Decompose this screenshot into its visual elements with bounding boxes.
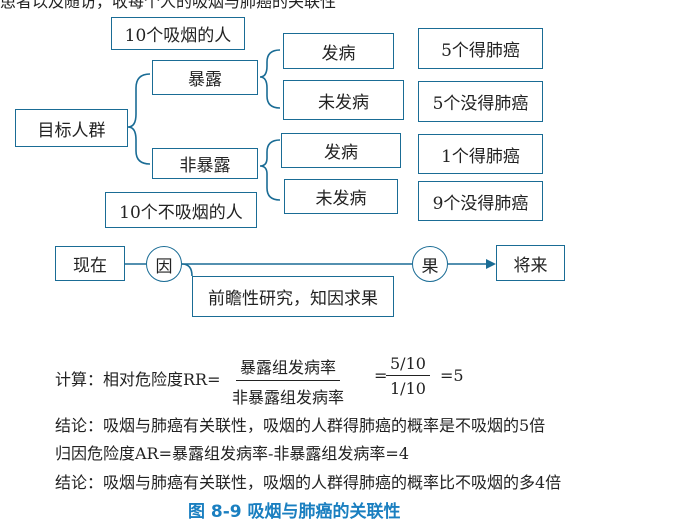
timeline-arrowhead	[486, 259, 496, 269]
circle-effect: 果	[412, 246, 448, 282]
fraction-values: 5/10 1/10	[386, 354, 430, 398]
box-unexposed-sick: 发病	[281, 133, 401, 168]
box-smokers: 10个吸烟的人	[111, 17, 245, 50]
timeline-note-connector	[181, 263, 193, 277]
box-unexposed-not-sick: 未发病	[284, 179, 398, 214]
calc-result: =5	[440, 366, 464, 385]
box-nonsmokers: 10个不吸烟的人	[105, 192, 257, 228]
box-exposed: 暴露	[152, 60, 258, 95]
fraction-value-denominator: 1/10	[390, 379, 426, 398]
conclusion-2: 结论：吸烟与肺癌有关联性，吸烟的人群得肺癌的概率比不吸烟的多4倍	[55, 473, 562, 492]
box-unexposed: 非暴露	[152, 148, 258, 179]
circle-cause: 因	[146, 246, 182, 282]
brace-exposed	[259, 49, 281, 109]
fraction-labels: 暴露组发病率 非暴露组发病率	[228, 354, 348, 408]
box-target-population: 目标人群	[15, 109, 128, 147]
box-future: 将来	[496, 245, 565, 281]
attributable-risk: 归因危险度AR=暴露组发病率-非暴露组发病率=4	[55, 444, 410, 463]
calc-prefix: 计算：相对危险度RR=	[55, 370, 221, 389]
calc-equals: =	[374, 366, 388, 385]
box-result-2: 5个没得肺癌	[418, 81, 543, 122]
box-now: 现在	[55, 246, 125, 281]
box-exposed-sick: 发病	[283, 33, 394, 69]
box-result-1: 5个得肺癌	[418, 28, 543, 69]
box-exposed-not-sick: 未发病	[283, 80, 404, 120]
header-fragment: 患者以及随访，收每个人的吸烟与肺癌的关联性	[0, 0, 337, 11]
box-result-4: 9个没得肺癌	[418, 181, 543, 221]
conclusion-1: 结论：吸烟与肺癌有关联性，吸烟的人群得肺癌的概率是不吸烟的5倍	[55, 416, 546, 435]
fraction-label-numerator: 暴露组发病率	[236, 354, 341, 381]
box-result-3: 1个得肺癌	[418, 134, 543, 174]
brace-target	[127, 73, 151, 165]
brace-unexposed	[259, 139, 281, 201]
fraction-label-denominator: 非暴露组发病率	[232, 388, 345, 407]
fraction-value-numerator: 5/10	[386, 354, 430, 376]
box-prospective-note: 前瞻性研究，知因求果	[192, 276, 394, 317]
figure-caption: 图 8-9 吸烟与肺癌的关联性	[188, 502, 401, 522]
